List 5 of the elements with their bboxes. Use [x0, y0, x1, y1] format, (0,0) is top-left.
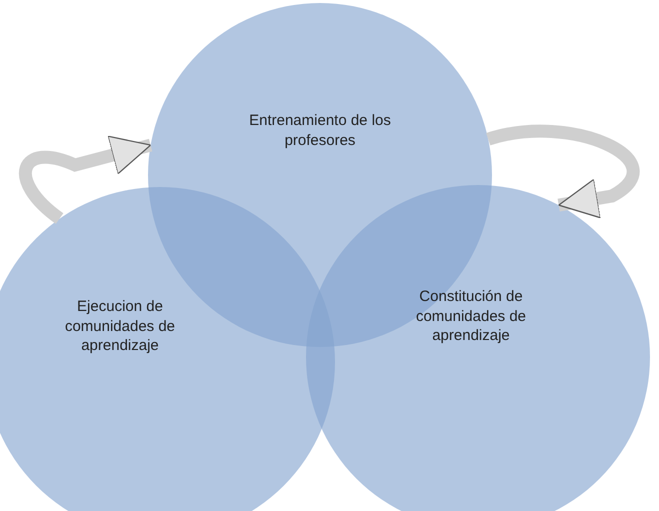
circle-label: Entrenamiento de los profesores	[248, 111, 392, 150]
circle-label: Ejecucion de comunidades de aprendizaje	[64, 297, 176, 356]
circle-label: Constitución de comunidades de aprendizaje	[414, 287, 528, 346]
curved-arrow	[19, 136, 152, 224]
curved-arrow	[486, 124, 640, 218]
